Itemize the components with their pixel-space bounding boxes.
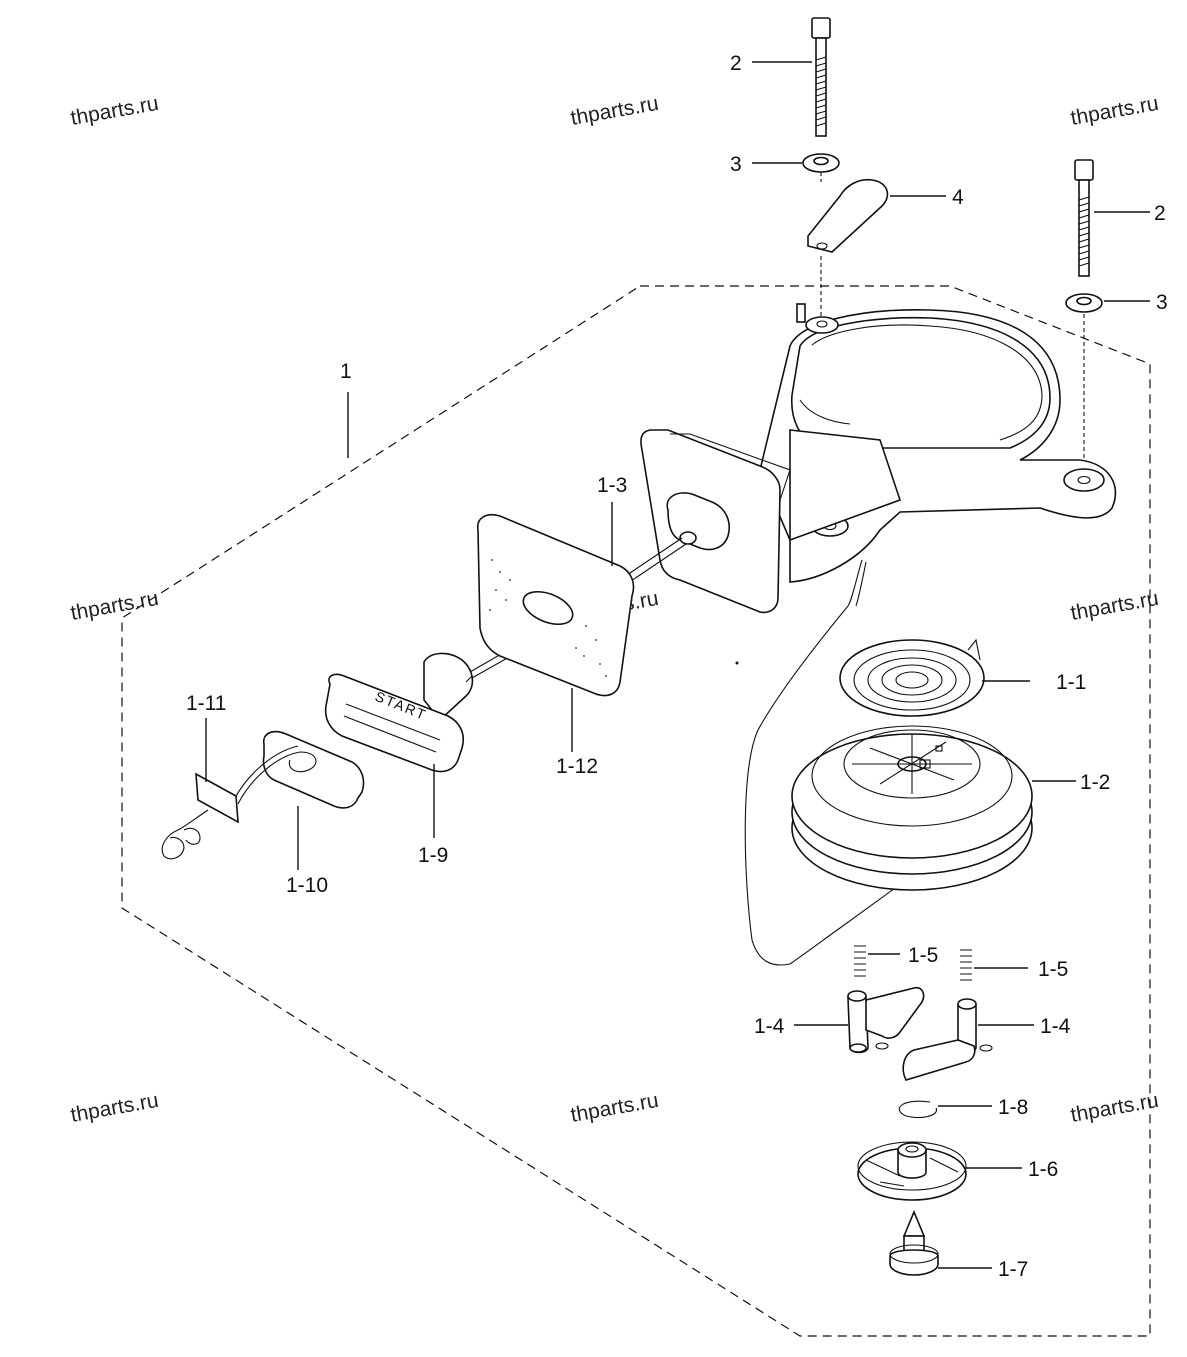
watermark-2: thparts.ru [569,92,660,130]
callout-1-4-right: 1-4 [1040,1015,1071,1038]
starter-rope [744,605,921,966]
callout-1: 1 [340,360,352,383]
stray-dot [735,661,739,665]
callout-1-9: 1-9 [418,844,448,867]
watermark-1: thparts.ru [69,92,160,130]
start-handle: START [324,652,474,773]
callout-1-2: 1-2 [1080,771,1110,794]
rope-end [161,730,365,860]
callout-1-8: 1-8 [998,1096,1028,1119]
callout-1-4-left: 1-4 [754,1015,785,1038]
bolt-head-top [811,17,831,39]
callout-3-right: 3 [1156,291,1168,314]
bolt-right-group [1065,159,1103,470]
watermark-6: thparts.ru [1069,587,1160,625]
watermark-4: thparts.ru [69,587,160,625]
clip [807,178,889,253]
leader-lines [205,61,1150,1269]
watermark-3: thparts.ru [1069,92,1160,130]
callout-1-12: 1-12 [556,755,598,778]
callout-1-5-right: 1-5 [1038,958,1068,981]
ratchet [857,1141,967,1201]
callout-1-1: 1-1 [1056,671,1086,694]
callout-1-6: 1-6 [1028,1158,1058,1181]
retaining-ring [898,1100,937,1119]
callout-1-11: 1-11 [186,692,226,715]
callout-3-top: 3 [730,153,742,176]
rope-reel [791,725,1033,891]
rope-guide-plate [476,514,635,697]
callout-2-right: 2 [1154,202,1166,225]
assembly-boundary [121,285,1151,1337]
bolt-top-group [802,17,889,316]
screw [889,1209,939,1276]
callout-4: 4 [952,186,964,209]
callout-1-7: 1-7 [998,1258,1028,1281]
callout-2-top: 2 [730,52,742,75]
watermark-7: thparts.ru [69,1089,160,1127]
callout-1-3: 1-3 [597,474,627,497]
callout-1-5-left: 1-5 [908,944,938,967]
callout-1-10: 1-10 [286,874,328,897]
callouts: 2 3 4 2 3 1 1-3 1-12 1-11 1-10 1-9 1-1 1… [186,52,1168,1281]
watermark-8: thparts.ru [569,1089,660,1127]
small-springs [854,945,972,981]
starter-housing [640,303,1117,614]
watermark-9: thparts.ru [1069,1089,1160,1127]
spiral-spring [839,638,985,717]
pawls [847,986,993,1081]
bolt-head-right [1074,159,1094,181]
